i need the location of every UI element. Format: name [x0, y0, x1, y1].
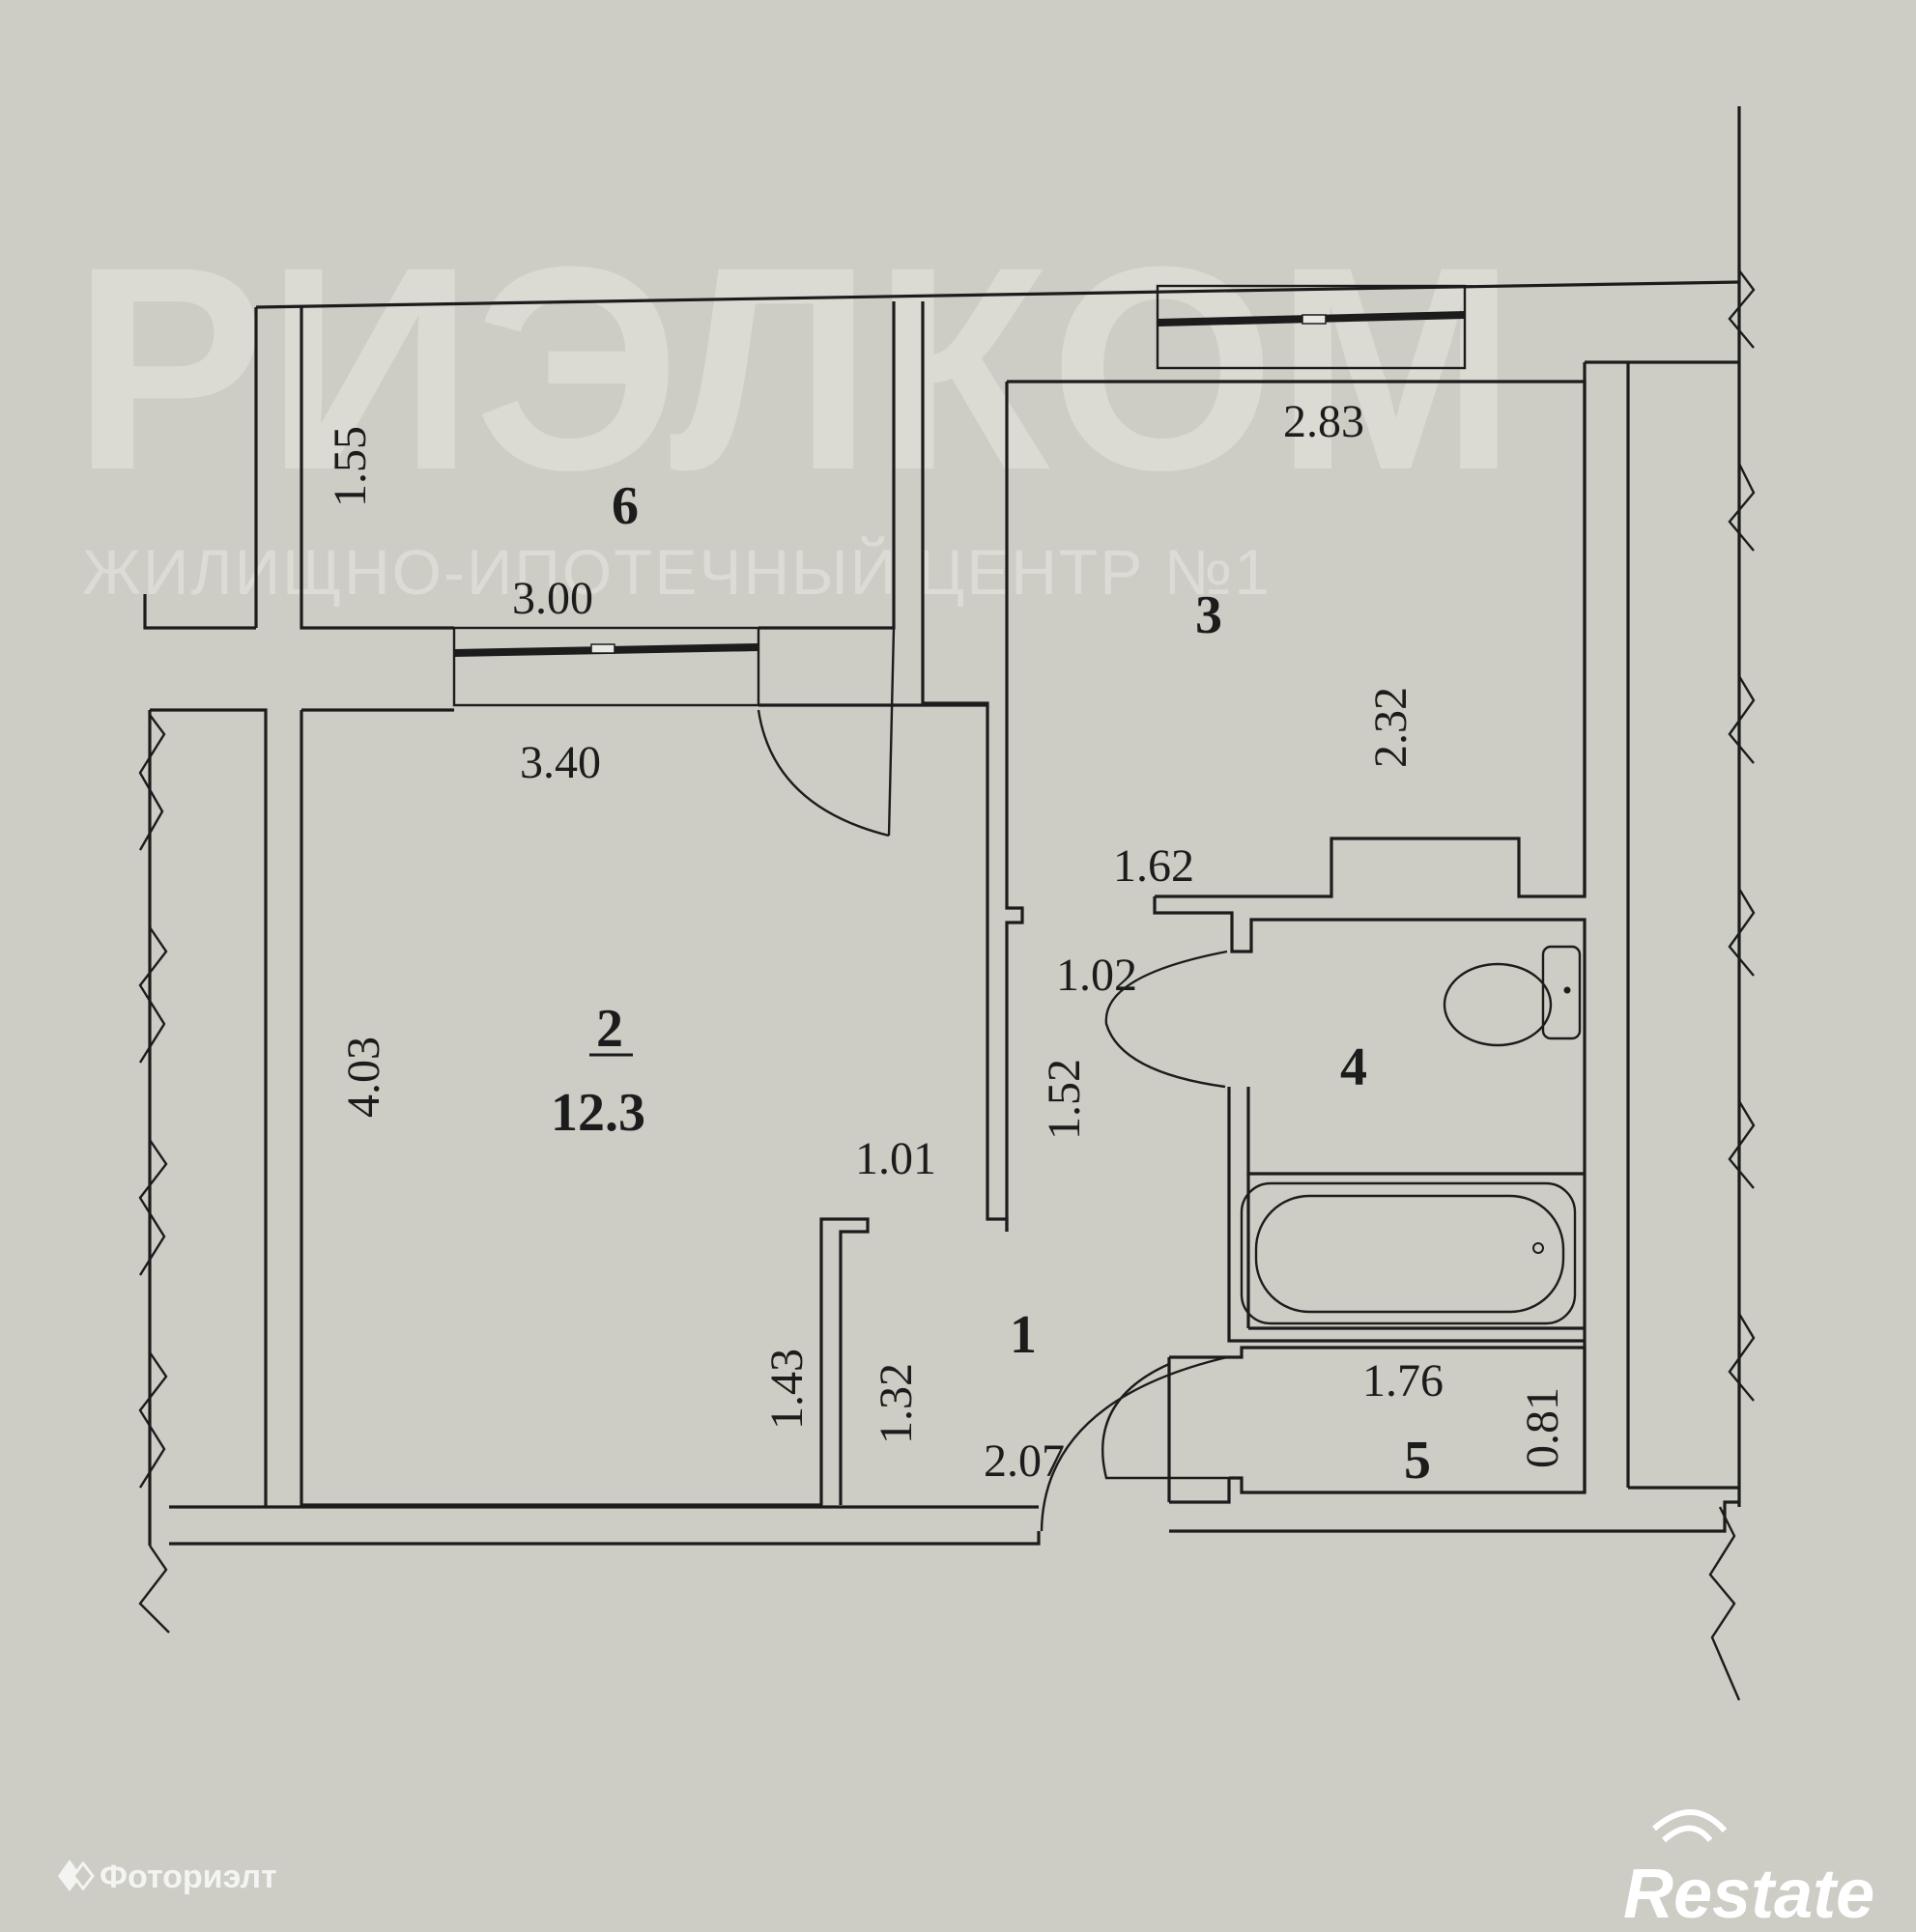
dim-1-32: 1.32: [871, 1363, 922, 1444]
dim-2-32: 2.32: [1365, 687, 1416, 768]
dim-1-01: 1.01: [855, 1133, 936, 1184]
room-3-label: 3: [1195, 585, 1222, 645]
dim-3-00: 3.00: [512, 573, 593, 624]
room-6-label: 6: [612, 476, 639, 536]
restate-logo-text: Restate: [1623, 1856, 1874, 1932]
fotorielt-logo-text: Фоториэлт: [100, 1859, 277, 1895]
walls: [138, 106, 1756, 1701]
dim-1-55: 1.55: [325, 426, 376, 507]
dim-1-02: 1.02: [1056, 950, 1137, 1001]
fotorielt-logo-icon: [58, 1860, 81, 1891]
room-2-label: 2: [596, 999, 623, 1059]
room-2-area: 12.3: [551, 1083, 645, 1143]
watermark-subtitle: ЖИЛИЩНО-ИПОТЕЧНЫЙ ЦЕНТР №1: [82, 535, 1272, 608]
dim-2-07: 2.07: [984, 1435, 1065, 1487]
dim-0-81: 0.81: [1517, 1387, 1568, 1468]
room-4-label: 4: [1340, 1037, 1367, 1097]
dim-4-03: 4.03: [338, 1037, 389, 1118]
restate-logo: Restate: [1623, 1809, 1874, 1932]
dim-1-52: 1.52: [1039, 1059, 1090, 1140]
room-5-label: 5: [1404, 1431, 1431, 1491]
fotorielt-logo: Фоториэлт: [58, 1859, 277, 1895]
restate-signal-icon: [1662, 1825, 1713, 1843]
dim-1-43: 1.43: [761, 1349, 813, 1430]
dim-2-83: 2.83: [1283, 396, 1364, 447]
dim-1-62: 1.62: [1113, 840, 1194, 892]
room-1-label: 1: [1010, 1305, 1037, 1365]
dim-1-76: 1.76: [1362, 1355, 1444, 1406]
dim-3-40: 3.40: [520, 737, 601, 788]
